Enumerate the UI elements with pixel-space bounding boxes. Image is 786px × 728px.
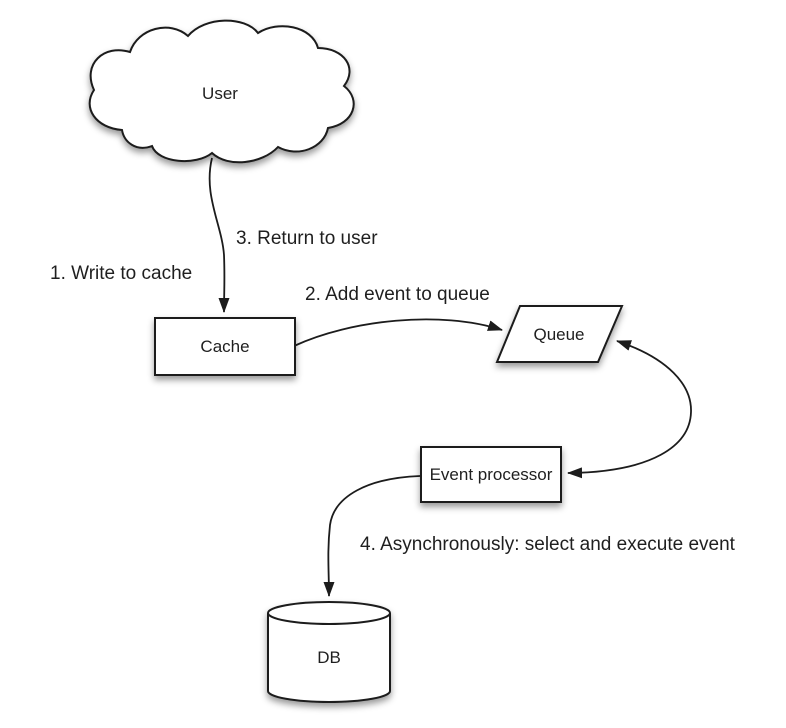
step1-write-to-cache-label: 1. Write to cache	[50, 263, 192, 284]
cache-label: Cache	[200, 337, 249, 356]
edge-user-to-cache	[208, 157, 230, 313]
edge-event-processor-to-db	[323, 475, 421, 597]
db-cylinder-body	[267, 613, 391, 703]
step3-return-to-user-label: 3. Return to user	[236, 228, 378, 249]
labels-layer: User Cache Queue Event processor DB 1. W…	[50, 84, 736, 667]
edge-queue-to-event-processor	[567, 340, 692, 479]
edges-layer	[208, 157, 692, 597]
user-cloud-shape	[88, 19, 355, 164]
user-label: User	[202, 84, 238, 103]
db-cylinder-top	[267, 601, 391, 625]
step4-execute-event-label: 4. Asynchronously: select and execute ev…	[360, 534, 736, 555]
cache-box-shape	[154, 317, 296, 376]
event-processor-label: Event processor	[430, 465, 553, 484]
queue-parallelogram-shape	[495, 305, 624, 363]
db-label: DB	[317, 648, 341, 667]
db-cylinder-shape	[267, 601, 391, 703]
event-processor-box-shape	[420, 446, 562, 503]
step2-add-event-to-queue-label: 2. Add event to queue	[305, 284, 490, 305]
shapes-layer	[88, 19, 624, 703]
queue-label: Queue	[533, 325, 584, 344]
edge-cache-to-queue	[293, 318, 503, 347]
